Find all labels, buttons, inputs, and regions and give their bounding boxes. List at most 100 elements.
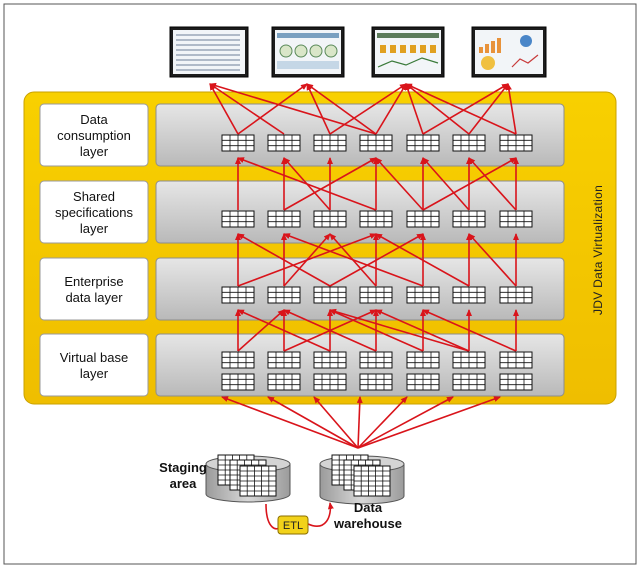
data-table-icon (221, 210, 255, 228)
etl-box (277, 515, 309, 535)
layer-label-line: Virtual base (60, 350, 128, 365)
dashboard-monitor-1 (169, 26, 249, 78)
flow-arrow (422, 83, 509, 135)
data-table-icon (221, 373, 255, 391)
outer-frame (3, 3, 637, 565)
layer-label-line: data layer (65, 290, 123, 305)
data-table-icon (499, 351, 533, 369)
flow-arrow (306, 83, 377, 135)
data-table-icon (313, 351, 347, 369)
flow-arrow (468, 83, 509, 135)
flow-arrow (237, 309, 285, 352)
data-table-icon (313, 134, 347, 152)
flow-arrow (209, 83, 239, 135)
flow-arrow (209, 83, 285, 135)
data-table-icon (452, 134, 486, 152)
staging-label-line-1: Staging (159, 460, 207, 475)
warehouse-label-line-2: warehouse (333, 516, 402, 531)
flow-arrow (267, 396, 359, 449)
data-warehouse-cylinder (319, 454, 405, 505)
flow-arrow (237, 157, 377, 211)
flow-arrow (329, 308, 470, 352)
flow-arrow (468, 233, 517, 287)
flow-arrow (329, 309, 424, 352)
data-table-icon (499, 373, 533, 391)
layer-label-line: specifications (55, 205, 134, 220)
staging-area-cylinder (205, 454, 291, 503)
flow-arrow (375, 309, 470, 352)
data-table-icon (452, 210, 486, 228)
flow-arrow (209, 82, 377, 135)
data-table-icon (267, 373, 301, 391)
data-table-icon (267, 210, 301, 228)
flow-arrow (237, 233, 377, 287)
data-table-icon (359, 286, 393, 304)
etl-flow-out (307, 502, 334, 527)
data-table-icon (406, 351, 440, 369)
layer-label-box (39, 333, 149, 397)
data-table-icon (499, 134, 533, 152)
layer-label-line: layer (80, 366, 109, 381)
flow-arrow (375, 157, 424, 211)
layer-label-line: Shared (73, 189, 115, 204)
etl-label: ETL (283, 520, 303, 532)
data-table-icon (359, 134, 393, 152)
flow-arrow (313, 396, 359, 449)
flow-arrow (505, 83, 517, 135)
flow-arrow (422, 309, 517, 352)
layer-label-line: layer (80, 221, 109, 236)
data-table-icon (406, 286, 440, 304)
flow-arrow (357, 396, 454, 449)
flow-arrow (422, 157, 470, 211)
dashboard-monitor-4 (471, 26, 547, 78)
warehouse-label-line-1: Data (354, 500, 383, 515)
data-table-icon (313, 373, 347, 391)
flow-arrow (329, 233, 424, 287)
data-table-icon (359, 373, 393, 391)
layer-label-box (39, 257, 149, 321)
data-table-icon (353, 465, 391, 497)
flow-arrow (283, 309, 377, 352)
flow-arrow (356, 396, 363, 449)
data-table-icon (313, 210, 347, 228)
flow-arrow (283, 157, 377, 211)
dashboard-monitor-3 (371, 26, 445, 78)
data-table-icon (221, 286, 255, 304)
data-table-icon (452, 351, 486, 369)
data-table-icon (267, 286, 301, 304)
data-table-icon (406, 373, 440, 391)
data-table-icon (359, 210, 393, 228)
flow-arrow (237, 233, 331, 287)
staging-label-line-2: area (170, 476, 198, 491)
flow-arrow (357, 396, 408, 449)
flow-arrow (283, 233, 424, 287)
flow-arrow (375, 83, 407, 135)
flow-arrow (237, 83, 308, 135)
layer-label-line: Enterprise (64, 274, 123, 289)
flow-arrow (237, 309, 331, 352)
data-table-icon (267, 351, 301, 369)
data-table-icon (406, 134, 440, 152)
layer-label-line: consumption (57, 128, 131, 143)
flow-arrow (405, 83, 517, 135)
data-table-icon (359, 351, 393, 369)
layer-label-box (39, 180, 149, 244)
dashboard-monitor-2 (271, 26, 345, 78)
flow-arrow (422, 157, 517, 211)
data-table-icon (452, 373, 486, 391)
flow-arrow (306, 83, 331, 135)
layer-label-box (39, 103, 149, 167)
flow-arrow (405, 83, 424, 135)
flow-arrow (375, 233, 470, 287)
flow-arrow (405, 83, 470, 135)
layer-label-line: Data (80, 112, 108, 127)
data-table-icon (221, 134, 255, 152)
data-table-icon (406, 210, 440, 228)
data-table-icon (239, 465, 277, 497)
flow-arrow (468, 157, 517, 211)
data-table-icon (313, 286, 347, 304)
data-table-icon (221, 351, 255, 369)
layer-label-line: layer (80, 144, 109, 159)
